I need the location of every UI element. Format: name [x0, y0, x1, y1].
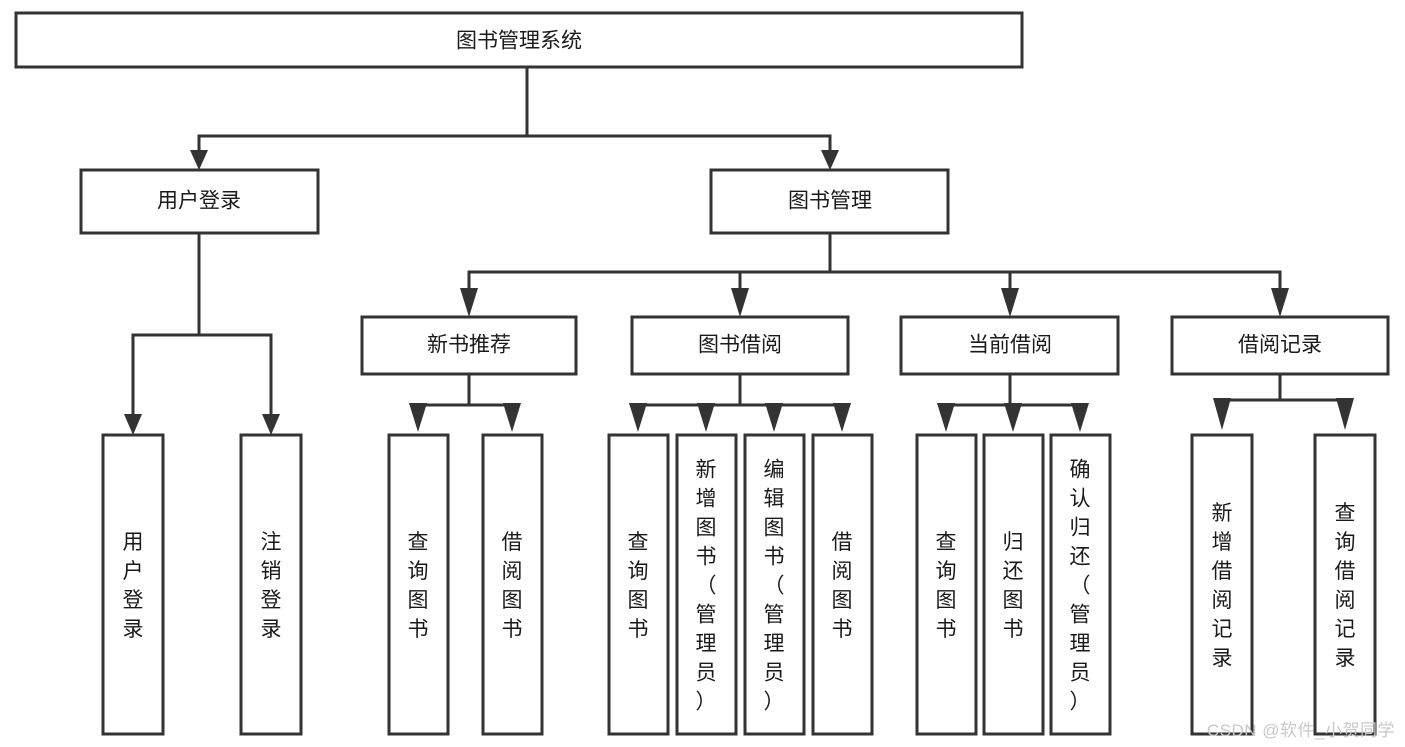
- node-leaf13-box[interactable]: [1313, 433, 1377, 736]
- node-leaf9-label: 查询图书: [936, 531, 957, 641]
- node-leaf11-box[interactable]: [1049, 433, 1112, 736]
- node-leaf12-label: 新增借阅记录: [1212, 502, 1233, 670]
- node-leaf10[interactable]: 归还图书: [982, 433, 1045, 736]
- node-leaf10-label: 归还图书: [1003, 531, 1024, 641]
- node-login[interactable]: 用户登录: [79, 168, 320, 235]
- node-borrow-box[interactable]: [630, 315, 850, 376]
- node-leaf3-box[interactable]: [387, 433, 450, 736]
- node-leaf4-label: 借阅图书: [502, 531, 523, 641]
- node-leaf7-box[interactable]: [743, 433, 806, 736]
- node-current[interactable]: 当前借阅: [899, 315, 1120, 376]
- node-leaf11-label: 确认归还（管理员）: [1070, 459, 1091, 714]
- arrowhead-borrow: [731, 288, 749, 317]
- node-leaf3-label: 查询图书: [408, 531, 429, 641]
- node-leaf8-box[interactable]: [811, 433, 874, 736]
- node-leaf8[interactable]: 借阅图书: [811, 433, 874, 736]
- node-newbook[interactable]: 新书推荐: [360, 315, 578, 376]
- connector-layer: [124, 65, 1354, 435]
- arrowhead-current: [1001, 288, 1019, 317]
- node-bookmgmt[interactable]: 图书管理: [709, 168, 950, 235]
- node-leaf6[interactable]: 新增图书（管理员）: [675, 433, 738, 736]
- node-leaf2[interactable]: 注销登录: [239, 433, 303, 736]
- node-leaf12[interactable]: 新增借阅记录: [1190, 433, 1254, 736]
- node-newbook-box[interactable]: [360, 315, 578, 376]
- node-borrow[interactable]: 图书借阅: [630, 315, 850, 376]
- arrowhead-leaf9: [937, 403, 955, 432]
- node-leaf9-box[interactable]: [915, 433, 978, 736]
- node-leaf11[interactable]: 确认归还（管理员）: [1049, 433, 1112, 736]
- node-leaf5-label: 查询图书: [628, 531, 649, 641]
- arrowhead-bookmgmt: [821, 150, 839, 170]
- arrowhead-leaf1: [124, 414, 142, 435]
- arrowhead-leaf11: [1071, 403, 1089, 432]
- node-leaf2-label: 注销登录: [261, 531, 282, 641]
- node-leaf6-box[interactable]: [675, 433, 738, 736]
- node-leaf5[interactable]: 查询图书: [607, 433, 670, 736]
- arrowhead-login: [190, 150, 208, 170]
- node-leaf3[interactable]: 查询图书: [387, 433, 450, 736]
- node-leaf4-box[interactable]: [481, 433, 544, 736]
- node-leaf13-label: 查询借阅记录: [1335, 502, 1356, 670]
- node-current-label: 当前借阅: [968, 334, 1052, 357]
- arrowhead-leaf13: [1336, 398, 1354, 430]
- node-leaf1[interactable]: 用户登录: [101, 433, 165, 736]
- node-records-box[interactable]: [1170, 315, 1390, 376]
- arrowhead-leaf8: [833, 403, 851, 432]
- node-records[interactable]: 借阅记录: [1170, 315, 1390, 376]
- node-borrow-label: 图书借阅: [698, 334, 782, 357]
- arrowhead-leaf7: [765, 403, 783, 432]
- arrowhead-leaf12: [1213, 398, 1231, 430]
- arrowhead-leaf4: [503, 403, 521, 432]
- node-leaf10-box[interactable]: [982, 433, 1045, 736]
- arrowhead-leaf5: [629, 403, 647, 432]
- arrowhead-records: [1271, 288, 1289, 317]
- node-leaf2-box[interactable]: [239, 433, 303, 736]
- node-leaf12-box[interactable]: [1190, 433, 1254, 736]
- arrowhead-leaf3: [409, 403, 427, 432]
- node-leaf9[interactable]: 查询图书: [915, 433, 978, 736]
- node-login-label: 用户登录: [157, 190, 241, 213]
- node-login-box[interactable]: [79, 168, 320, 235]
- node-leaf7-label: 编辑图书（管理员）: [764, 459, 785, 714]
- node-root-label: 图书管理系统: [456, 30, 582, 53]
- node-leaf4[interactable]: 借阅图书: [481, 433, 544, 736]
- node-root-box[interactable]: [14, 11, 1024, 69]
- node-current-box[interactable]: [899, 315, 1120, 376]
- arrowhead-newbook: [460, 288, 478, 317]
- node-leaf6-label: 新增图书（管理员）: [696, 459, 717, 714]
- node-leaf1-label: 用户登录: [123, 531, 144, 641]
- arrowhead-leaf2: [262, 414, 280, 435]
- node-bookmgmt-label: 图书管理: [788, 190, 872, 213]
- node-leaf1-box[interactable]: [101, 433, 165, 736]
- arrowhead-leaf10: [1004, 403, 1022, 432]
- node-newbook-label: 新书推荐: [427, 334, 511, 357]
- node-leaf5-box[interactable]: [607, 433, 670, 736]
- node-leaf7[interactable]: 编辑图书（管理员）: [743, 433, 806, 736]
- node-bookmgmt-box[interactable]: [709, 168, 950, 235]
- arrowhead-leaf6: [697, 403, 715, 432]
- node-leaf8-label: 借阅图书: [832, 531, 853, 641]
- node-records-label: 借阅记录: [1238, 334, 1322, 357]
- node-leaf13[interactable]: 查询借阅记录: [1313, 433, 1377, 736]
- node-root[interactable]: 图书管理系统: [14, 11, 1024, 69]
